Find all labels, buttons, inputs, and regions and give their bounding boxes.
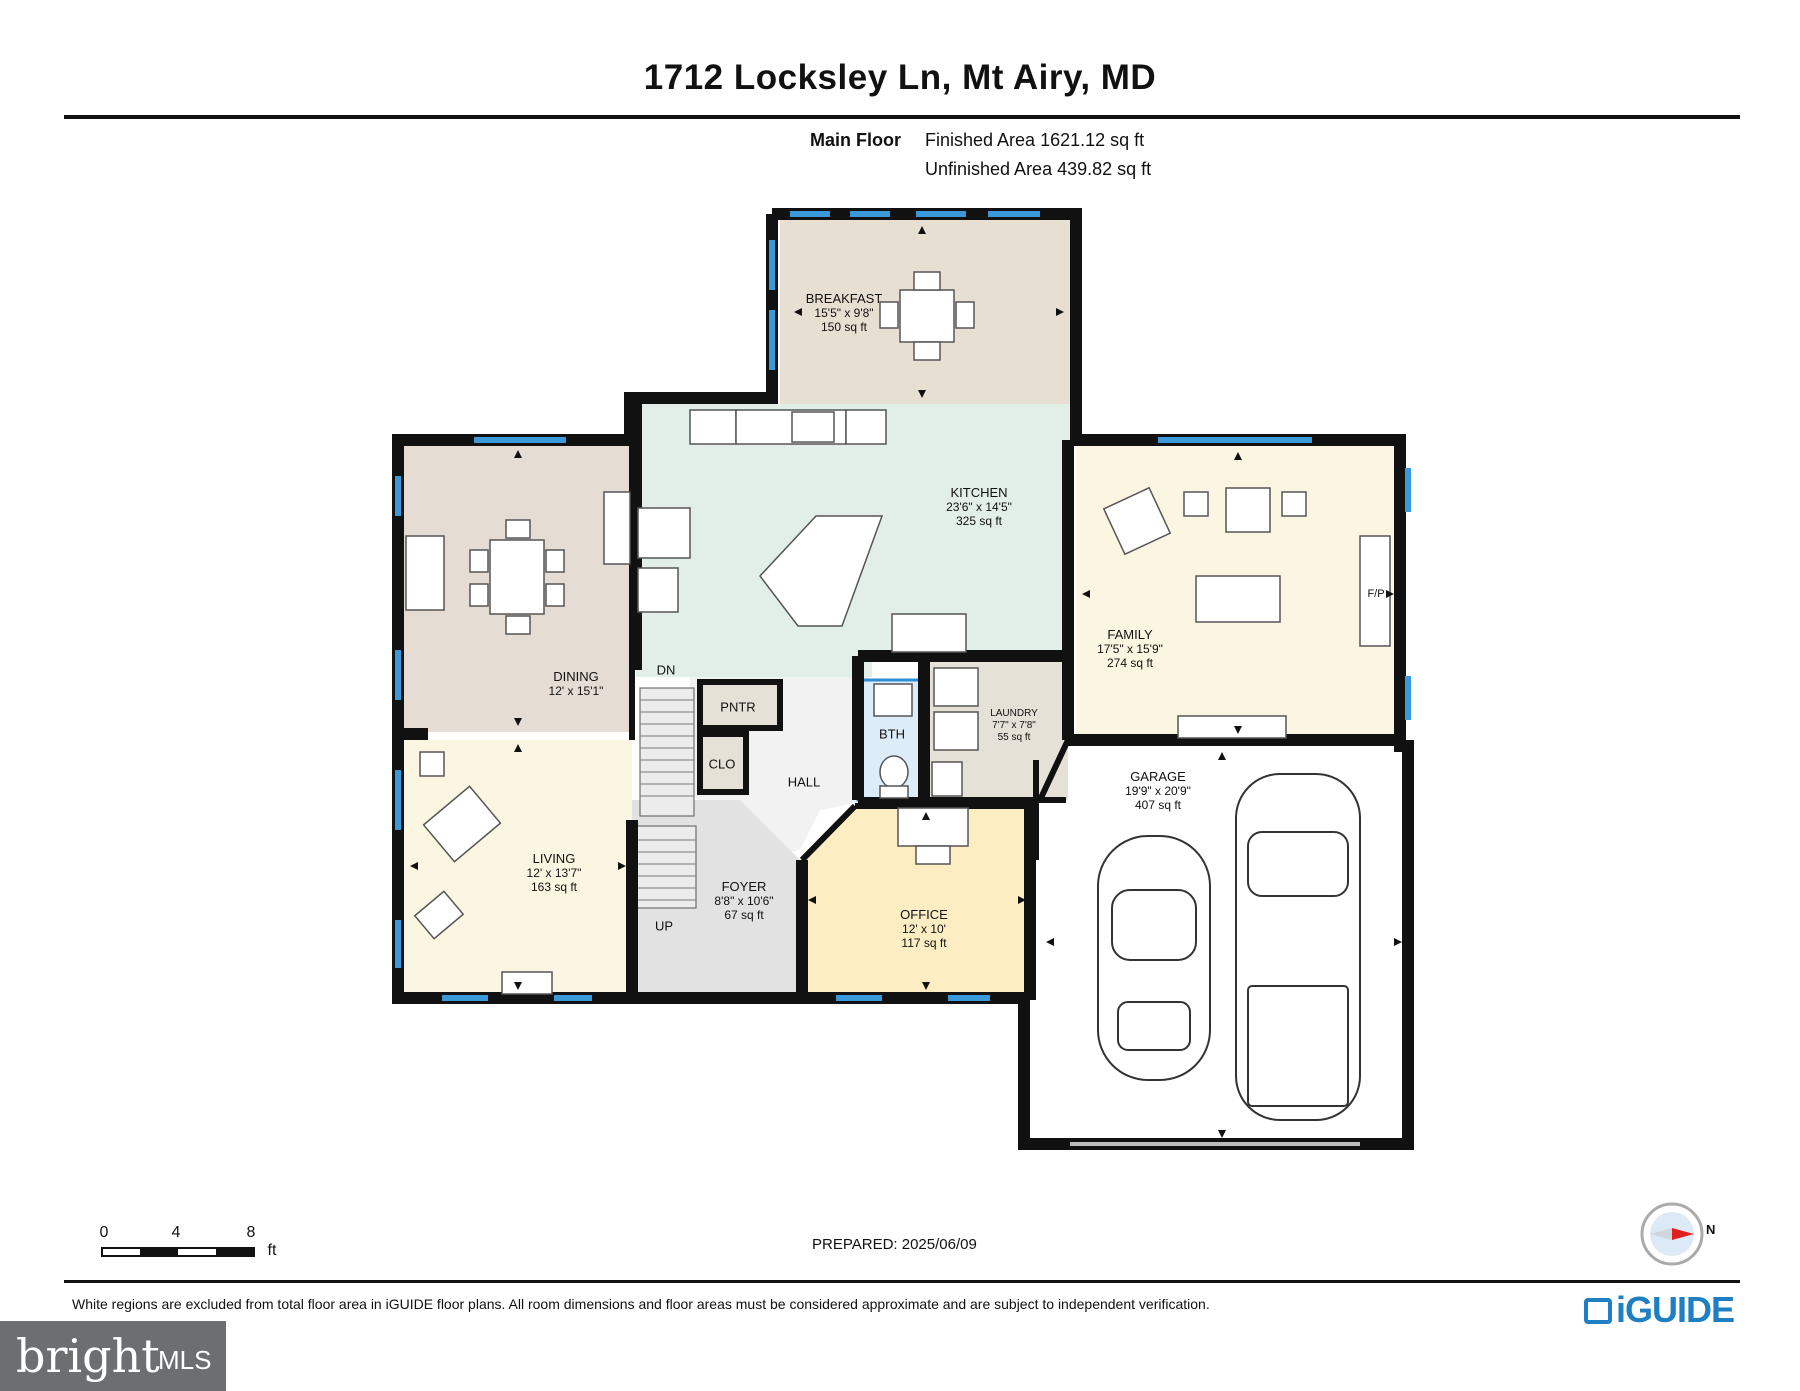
sink xyxy=(791,411,835,443)
room-label-laundry: LAUNDRY 7'7" x 7'8" 55 sq ft xyxy=(990,708,1038,744)
fridge xyxy=(637,567,679,613)
stair-treads xyxy=(636,699,696,901)
breakfast-dims: 15'5" x 9'8" xyxy=(814,306,874,320)
dimension-arrows xyxy=(410,226,1402,1138)
family-dims: 17'5" x 15'9" xyxy=(1097,642,1163,656)
kitchen-dims: 23'6" x 14'5" xyxy=(946,500,1012,514)
laundry-name: LAUNDRY xyxy=(990,708,1038,719)
closet-fill xyxy=(700,736,746,792)
stove xyxy=(689,409,737,445)
foyer-area: 67 sq ft xyxy=(724,908,764,922)
scale-unit: ft xyxy=(267,1242,277,1259)
dishwasher xyxy=(845,409,887,445)
scale-bar xyxy=(101,1247,255,1257)
stair-down xyxy=(639,687,695,817)
breakfast-name: BREAKFAST xyxy=(805,291,883,306)
foyer-dims: 8'8" x 10'6" xyxy=(714,894,774,908)
living-furniture xyxy=(413,751,553,995)
mls-watermark-text: MLS xyxy=(158,1345,212,1375)
finished-area: Finished Area 1621.12 sq ft xyxy=(925,130,1145,150)
office-dims: 12' x 10' xyxy=(902,922,946,936)
laundry-bath-fixtures xyxy=(873,667,979,799)
living-fill xyxy=(404,740,632,992)
garage-name: GARAGE xyxy=(1130,769,1186,784)
office-desk xyxy=(897,807,969,865)
breakfast-table xyxy=(879,271,975,361)
foyer-name: FOYER xyxy=(721,879,767,894)
iguide-logo-text: iGUIDE xyxy=(1616,1289,1735,1330)
room-label-dining: DINING 12' x 15'1" xyxy=(548,669,604,699)
office-area: 117 sq ft xyxy=(901,936,947,950)
garage-cars xyxy=(1097,773,1361,1121)
room-label-breakfast: BREAKFAST 15'5" x 9'8" 150 sq ft xyxy=(805,291,883,335)
label-fireplace: F/P xyxy=(1367,588,1385,600)
label-bth: BTH xyxy=(879,726,905,742)
room-label-office: OFFICE 12' x 10' 117 sq ft xyxy=(900,907,948,951)
scale-tick-8: 8 xyxy=(246,1224,256,1241)
living-area: 163 sq ft xyxy=(530,880,578,894)
pantry-fill xyxy=(700,684,780,728)
iguide-logo: iGUIDE xyxy=(1584,1289,1735,1331)
garage-area: 407 sq ft xyxy=(1134,798,1182,812)
label-up: UP xyxy=(654,918,674,934)
windows xyxy=(395,211,1411,1001)
interior-walls xyxy=(629,440,1071,863)
compass-north-label: N xyxy=(1706,1222,1716,1237)
room-label-family: FAMILY 17'5" x 15'9" 274 sq ft xyxy=(1097,627,1163,671)
footer-divider xyxy=(64,1280,1740,1283)
family-area: 274 sq ft xyxy=(1106,656,1154,670)
unfinished-area: Unfinished Area 439.82 sq ft xyxy=(925,159,1152,179)
label-pntr: PNTR xyxy=(720,699,756,715)
bright-watermark-text: bright xyxy=(16,1329,160,1383)
office-name: OFFICE xyxy=(900,907,948,922)
dining-dims: 12' x 15'1" xyxy=(548,684,604,698)
breakfast-area: 150 sq ft xyxy=(820,320,868,334)
bright-mls-watermark: bright MLS xyxy=(0,1321,226,1391)
room-label-kitchen: KITCHEN 23'6" x 14'5" 325 sq ft xyxy=(946,485,1012,529)
office-fill xyxy=(802,806,1030,992)
garage-dims: 19'9" x 20'9" xyxy=(1125,784,1191,798)
scale-tick-0: 0 xyxy=(99,1224,109,1241)
scale-tick-4: 4 xyxy=(171,1224,181,1241)
label-dn: DN xyxy=(656,662,676,678)
room-label-foyer: FOYER 8'8" x 10'6" 67 sq ft xyxy=(714,879,774,923)
dining-table xyxy=(405,491,631,635)
kitchen-name: KITCHEN xyxy=(950,485,1008,500)
laundry-area: 55 sq ft xyxy=(997,732,1031,743)
family-furniture xyxy=(1102,486,1391,739)
floor-name: Main Floor xyxy=(810,130,901,150)
disclaimer-text: White regions are excluded from total fl… xyxy=(72,1296,1210,1312)
kitchen-area: 325 sq ft xyxy=(955,514,1003,528)
title-divider xyxy=(64,115,1740,119)
family-name: FAMILY xyxy=(1107,627,1153,642)
label-hall: HALL xyxy=(787,774,821,790)
iguide-camera-icon xyxy=(1584,1298,1612,1324)
kitchen-island xyxy=(759,515,884,627)
laundry-dims: 7'7" x 7'8" xyxy=(992,720,1036,731)
living-name: LIVING xyxy=(532,851,576,866)
dining-name: DINING xyxy=(553,669,599,684)
scale-bar-numbers: 0 4 8 ft xyxy=(0,1224,300,1259)
kitchen-fixtures xyxy=(637,409,967,653)
room-label-living: LIVING 12' x 13'7" 163 sq ft xyxy=(526,851,582,895)
room-label-garage: GARAGE 19'9" x 20'9" 407 sq ft xyxy=(1125,769,1191,813)
prepared-date: PREPARED: 2025/06/09 xyxy=(812,1236,977,1253)
compass-icon xyxy=(1640,1202,1704,1266)
stair-up xyxy=(635,825,697,909)
page-title: 1712 Locksley Ln, Mt Airy, MD xyxy=(643,58,1157,97)
living-dims: 12' x 13'7" xyxy=(526,866,582,880)
label-clo: CLO xyxy=(708,756,736,772)
